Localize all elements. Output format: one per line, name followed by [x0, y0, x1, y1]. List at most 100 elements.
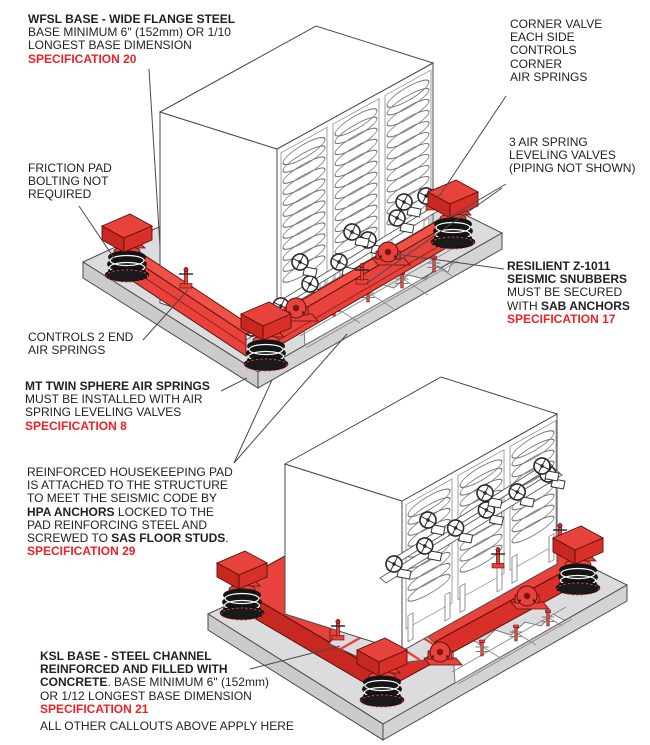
- coil-ring: [386, 153, 430, 182]
- callout-line: LONGEST BASE DIMENSION: [28, 38, 192, 53]
- callout-line: BOLTING NOT: [28, 174, 109, 189]
- callout-title: RESILIENT Z-1011: [507, 259, 611, 273]
- callout-title: KSL BASE - STEEL CHANNEL: [40, 649, 212, 663]
- coil-ring: [386, 120, 430, 149]
- callout-line: EACH SIDE: [510, 30, 575, 45]
- pad-cutaway: [451, 606, 573, 685]
- callout-title: SEISMIC SNUBBERS: [507, 272, 628, 287]
- coil-ring: [282, 178, 326, 206]
- callout-line: AIR SPRINGS: [510, 69, 588, 84]
- leader-corner-valve: [437, 95, 507, 199]
- callout-line: SCREWED TO SAS FLOOR STUDS.: [27, 531, 233, 546]
- callout-line: PAD REINFORCING STEEL AND: [27, 517, 208, 532]
- coil-ring: [334, 171, 378, 200]
- coil-dome: [407, 488, 451, 518]
- coil-leg: [444, 591, 451, 622]
- coil-ring: [511, 449, 555, 478]
- coil-ring: [386, 164, 430, 193]
- coil-ring: [334, 127, 378, 156]
- coil-ring: [334, 138, 378, 167]
- leader-controls-end: [142, 289, 189, 341]
- callout-line: SPRING LEVELING VALVES: [25, 405, 182, 420]
- callout-footer: ALL OTHER CALLOUTS ABOVE APPLY HERE: [40, 719, 294, 734]
- coil-ring: [334, 160, 378, 189]
- coil-ring: [282, 200, 326, 228]
- coil-ring: [282, 222, 326, 250]
- callout-title: MT TWIN SPHERE AIR SPRINGS: [25, 379, 210, 393]
- callout-mt-springs: MT TWIN SPHERE AIR SPRINGS MUST BE INSTA…: [25, 379, 210, 433]
- callout-line: IS ATTACHED TO THE STRUCTURE: [27, 478, 228, 493]
- coil-ring: [511, 515, 555, 544]
- callout-line: CONCRETE. BASE MINIMUM 6" (152mm): [40, 676, 294, 689]
- callout-snubbers: RESILIENT Z-1011 SEISMIC SNUBBERS MUST B…: [507, 259, 630, 326]
- coil-leg: [459, 583, 466, 614]
- callout-ksl-base: KSL BASE - STEEL CHANNEL REINFORCED AND …: [40, 649, 294, 734]
- callout-text: WITH: [507, 298, 541, 313]
- callout-text: . BASE MINIMUM 6" (152mm): [107, 675, 269, 690]
- coil-ring: [459, 533, 503, 562]
- coil-ring: [334, 116, 378, 145]
- callout-line: HPA ANCHORS LOCKED TO THE: [27, 504, 233, 519]
- callout-line: (PIPING NOT SHOWN): [509, 161, 636, 176]
- callout-line: 3 AIR SPRING: [509, 135, 588, 149]
- callout-leveling-valves: 3 AIR SPRING LEVELING VALVES (PIPING NOT…: [509, 135, 636, 176]
- coil-dome: [459, 459, 503, 488]
- callout-line: MUST BE SECURED: [507, 285, 623, 300]
- coil-ring: [282, 145, 326, 173]
- ksl-base-assembly: [206, 376, 629, 741]
- callout-line: TO MEET THE SEISMIC CODE BY: [27, 491, 218, 506]
- spec-reference: SPECIFICATION 29: [27, 544, 136, 559]
- coil-ring: [386, 131, 430, 160]
- callout-line: CONTROLS: [510, 43, 577, 58]
- coil-leg: [511, 553, 518, 584]
- callout-line: BASE MINIMUM 6" (152mm) OR 1/10: [28, 25, 231, 40]
- leader-housekeeping: [233, 379, 273, 464]
- callout-text-bold: HPA ANCHORS: [27, 504, 115, 519]
- callout-line: FRICTION PAD: [28, 161, 112, 175]
- spec-reference: SPECIFICATION 21: [40, 701, 149, 716]
- coil-dome: [511, 430, 555, 459]
- callout-title: WFSL BASE - WIDE FLANGE STEEL: [28, 12, 236, 26]
- coil-dome: [334, 108, 378, 137]
- leader-mt-springs: [220, 377, 248, 392]
- callout-line: REQUIRED: [28, 187, 92, 202]
- coil-ring: [282, 156, 326, 184]
- coil-dome: [282, 136, 326, 166]
- callout-text: LOCKED TO THE: [114, 504, 214, 519]
- leader-wfsl: [148, 68, 161, 248]
- spec-reference: SPECIFICATION 8: [25, 418, 127, 433]
- callout-wfsl-base: WFSL BASE - WIDE FLANGE STEEL BASE MINIM…: [28, 12, 236, 66]
- leader-friction-pad: [78, 205, 115, 259]
- callout-title: REINFORCED AND FILLED WITH: [40, 662, 228, 677]
- coil-ring: [282, 189, 326, 217]
- coil-ring: [282, 233, 326, 261]
- callout-line: CORNER VALVE: [510, 17, 603, 31]
- leader-snubbers: [395, 253, 505, 270]
- callout-line: MUST BE INSTALLED WITH AIR: [25, 392, 203, 407]
- leader-ksl: [249, 645, 341, 670]
- coil-dome: [386, 79, 430, 108]
- coil-ring: [282, 167, 326, 195]
- leader-leveling-valves: [365, 187, 503, 285]
- coil-ring: [334, 193, 378, 222]
- callout-line: CONTROLS 2 END: [28, 330, 134, 344]
- callout-line: CORNER: [510, 56, 563, 71]
- coil-ring: [334, 149, 378, 178]
- coil-ring: [386, 98, 430, 127]
- coil-ring: [386, 142, 430, 171]
- callout-line: OR 1/12 LONGEST BASE DIMENSION: [40, 688, 252, 703]
- callout-text: .: [225, 531, 229, 546]
- callout-text-bold: SAB ANCHORS: [541, 298, 630, 313]
- coil-ring: [511, 438, 555, 467]
- coil-ring: [386, 109, 430, 138]
- coil-ring: [282, 211, 326, 239]
- coil-ring: [334, 182, 378, 211]
- coil-ring: [407, 562, 451, 591]
- leader-lines: [78, 68, 507, 670]
- callout-controls-end: CONTROLS 2 END AIR SPRINGS: [28, 330, 134, 357]
- coil-ring: [386, 87, 430, 116]
- callout-line: WITH SAB ANCHORS: [507, 298, 630, 313]
- coil-ring: [407, 573, 451, 602]
